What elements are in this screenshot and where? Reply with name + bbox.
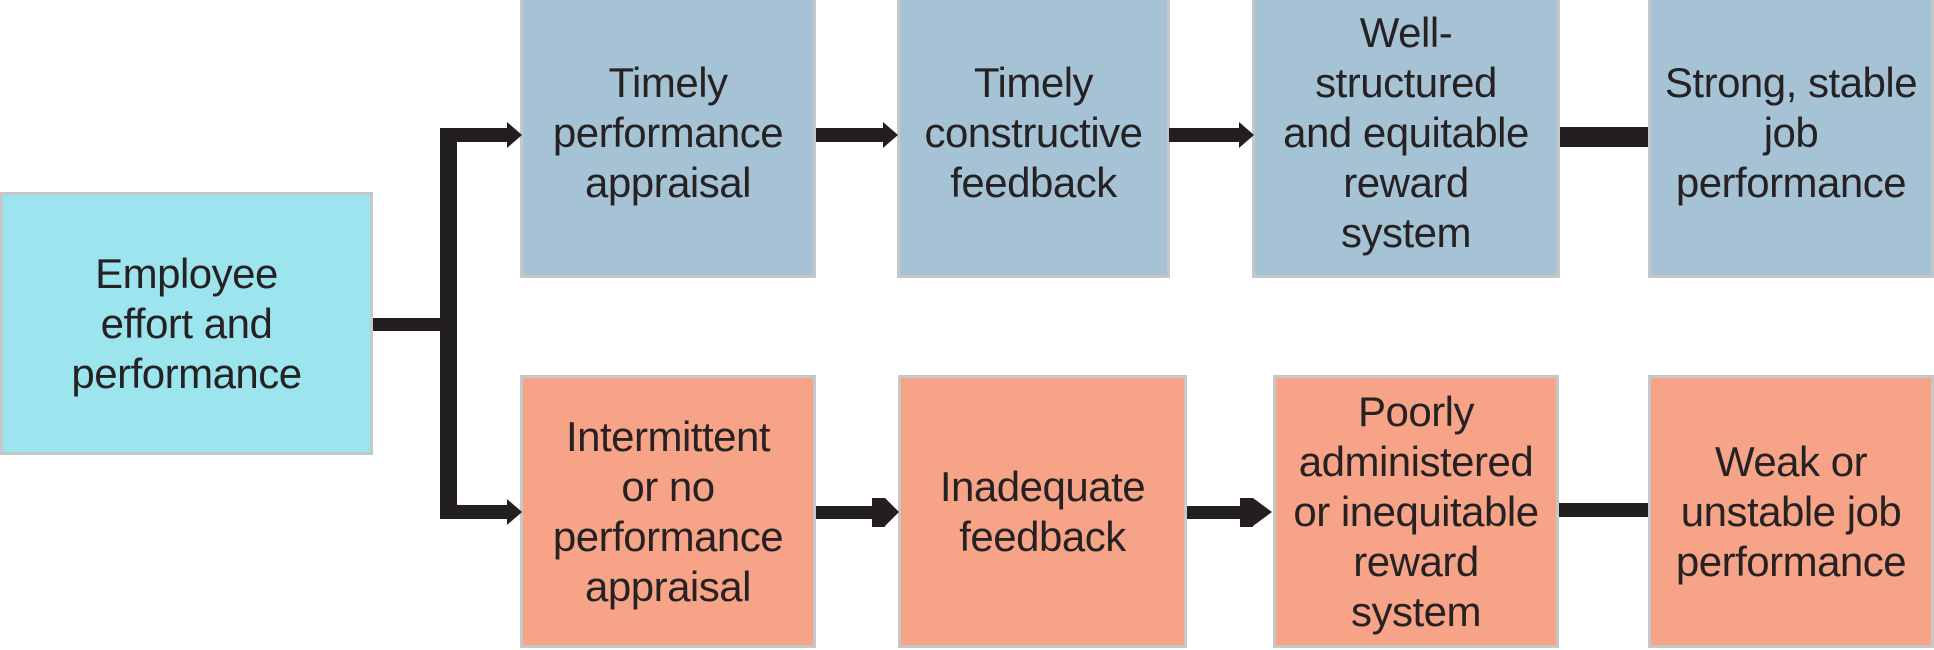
connector-source-to-branch bbox=[373, 318, 457, 331]
arrowhead-right-icon bbox=[507, 499, 522, 525]
connector-branch-to-bottom-row bbox=[440, 505, 507, 519]
node-timely-performance-appraisal: Timely performance appraisal bbox=[520, 0, 816, 278]
node-inadequate-feedback: Inadequate feedback bbox=[898, 375, 1187, 648]
arrowhead-right-icon bbox=[1239, 122, 1254, 148]
node-intermittent-or-no-performance-appraisal: Intermittent or no performance appraisal bbox=[520, 375, 816, 648]
node-label: Employee effort and performance bbox=[71, 249, 302, 397]
arrowhead-back-block bbox=[872, 498, 885, 527]
connector-branch-to-top-row bbox=[440, 128, 507, 142]
arrowhead-right-icon bbox=[885, 498, 899, 526]
arrowhead-back-block bbox=[1240, 498, 1253, 527]
node-label: Timely performance appraisal bbox=[552, 59, 784, 206]
node-strong-stable-job-performance: Strong, stable job performance bbox=[1648, 0, 1934, 278]
node-weak-or-unstable-job-performance: Weak or unstable job performance bbox=[1648, 375, 1934, 648]
connector-reward-to-performance-top bbox=[1560, 127, 1648, 147]
arrowhead-right-icon bbox=[507, 122, 522, 148]
connector-feedback-to-reward-top bbox=[1169, 128, 1239, 142]
connector-branch-trunk bbox=[440, 128, 457, 519]
node-label: Weak or unstable job performance bbox=[1675, 437, 1907, 585]
arrowhead-right-icon bbox=[1253, 498, 1272, 526]
node-label: Well- structured and equitable reward sy… bbox=[1283, 9, 1529, 256]
node-label: Inadequate feedback bbox=[939, 462, 1146, 560]
connector-appraisal-to-feedback-top bbox=[816, 128, 883, 142]
node-label: Poorly administered or inequitable rewar… bbox=[1293, 387, 1539, 635]
node-label: Timely constructive feedback bbox=[924, 59, 1143, 206]
node-employee-effort-performance: Employee effort and performance bbox=[0, 192, 373, 455]
connector-appraisal-to-feedback-bottom bbox=[816, 506, 872, 519]
arrowhead-right-icon bbox=[883, 122, 898, 148]
node-label: Intermittent or no performance appraisal bbox=[552, 412, 784, 610]
connector-reward-to-performance-bottom bbox=[1559, 503, 1648, 517]
node-poorly-administered-or-inequitable-reward-system: Poorly administered or inequitable rewar… bbox=[1273, 375, 1559, 648]
node-well-structured-equitable-reward-system: Well- structured and equitable reward sy… bbox=[1252, 0, 1560, 278]
node-timely-constructive-feedback: Timely constructive feedback bbox=[897, 0, 1170, 278]
node-label: Strong, stable job performance bbox=[1664, 59, 1918, 206]
connector-feedback-to-reward-bottom bbox=[1187, 506, 1240, 519]
